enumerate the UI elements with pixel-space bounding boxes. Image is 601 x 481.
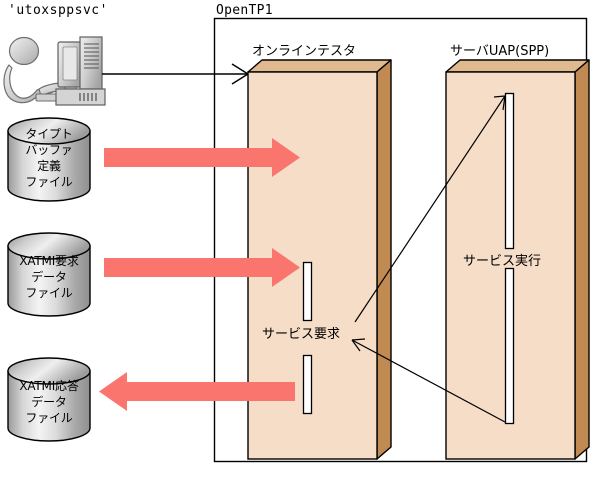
computer-icon — [55, 36, 106, 106]
cylinder-xatmi-request-data-file-label: XATMI要求 データ ファイル — [6, 253, 92, 301]
client-service-name-label: 'utoxsppsvc' — [8, 3, 108, 18]
cylinder-label-line: XATMI応答 — [19, 379, 79, 393]
cylinder-typed-buffer-def-file — [7, 117, 91, 202]
cylinder-label-line: タイプト — [25, 127, 73, 141]
cylinder-typed-buffer-def-file-label: タイプト バッファ 定義 ファイル — [6, 126, 92, 190]
cylinder-label-line: 定義 — [37, 159, 61, 173]
cylinder-label-line: バッファ — [25, 143, 73, 157]
service-request-arrow — [354, 95, 506, 323]
service-response-arrow — [351, 338, 506, 423]
cylinder-label-line: XATMI要求 — [19, 254, 79, 268]
client-to-tester-connector — [102, 63, 249, 85]
cylinder-xatmi-request-data-file — [7, 232, 91, 317]
cylinder-label-line: データ — [31, 270, 67, 284]
cylinder-label-line: データ — [31, 395, 67, 409]
cylinder-label-line: ファイル — [25, 411, 73, 425]
opentp1-frame-label: OpenTP1 — [216, 3, 273, 18]
cylinder-label-line: ファイル — [25, 175, 73, 189]
box-online-tester-label: オンラインテスタ — [252, 44, 357, 59]
box-server-uap — [445, 59, 590, 460]
flow-arrow-xatmi-request — [104, 248, 300, 287]
box-server-uap-label: サーバUAP(SPP) — [450, 44, 550, 59]
cylinder-xatmi-response-data-file-label: XATMI応答 データ ファイル — [6, 378, 92, 426]
flow-arrow-xatmi-response — [99, 372, 295, 411]
cylinder-label-line: ファイル — [25, 286, 73, 300]
service-request-label: サービス要求 — [262, 327, 341, 342]
flow-arrow-typed-buffer — [104, 138, 300, 177]
service-execute-label: サービス実行 — [463, 254, 542, 269]
cylinder-xatmi-response-data-file — [7, 357, 91, 442]
